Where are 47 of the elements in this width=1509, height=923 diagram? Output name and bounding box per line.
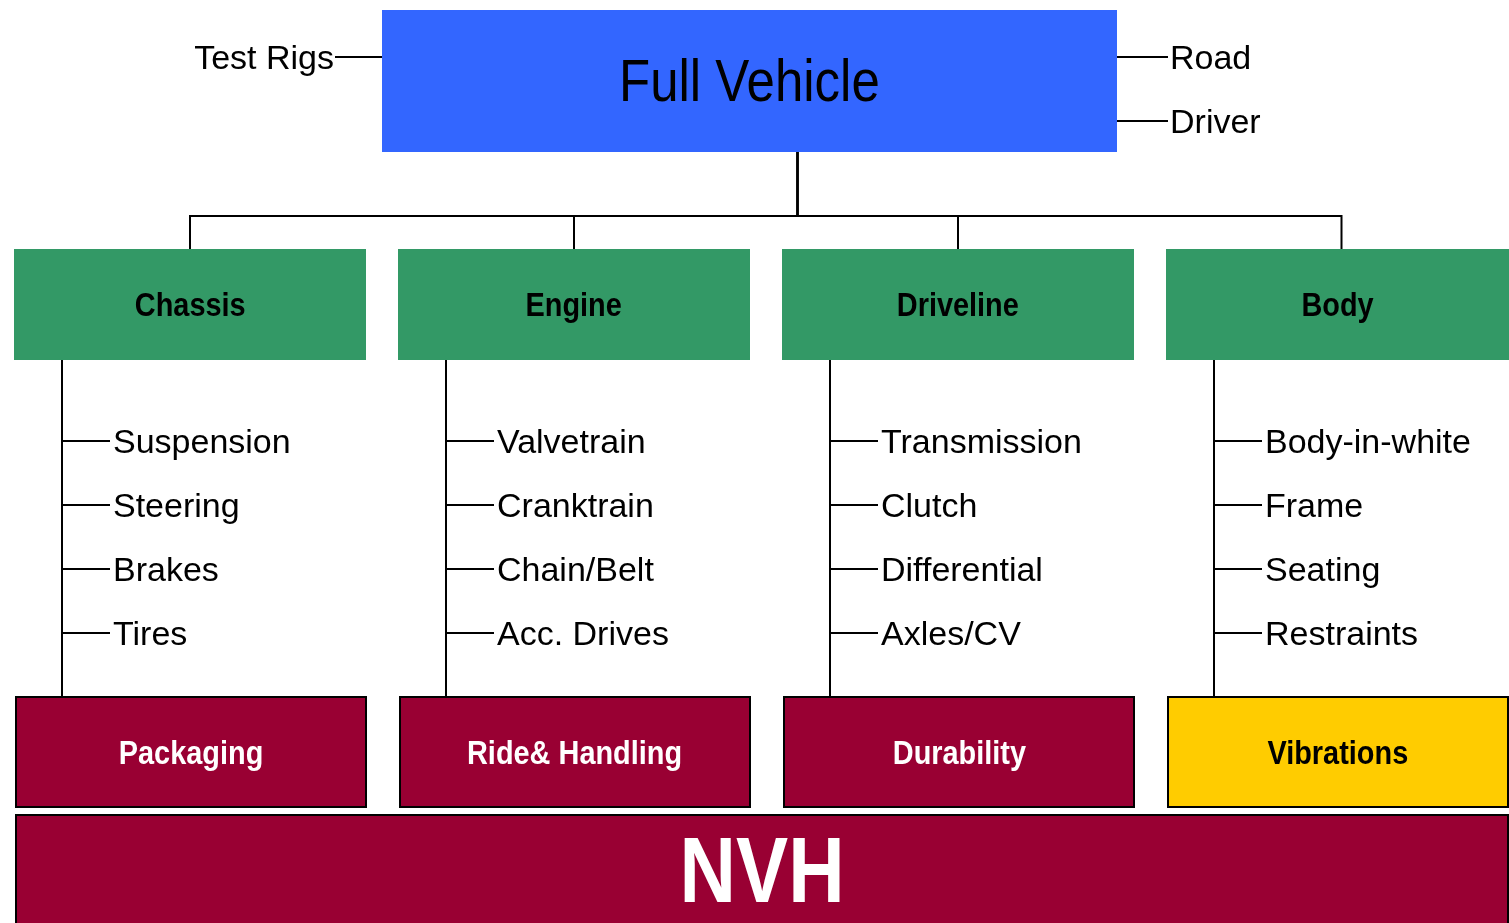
item-label: Tires xyxy=(113,616,188,650)
connector-line xyxy=(1213,359,1215,697)
item-label: Restraints xyxy=(1265,616,1419,650)
connector-line xyxy=(1116,120,1169,122)
connector-line xyxy=(61,359,63,697)
category-box xyxy=(14,249,366,360)
box-label: Chassis xyxy=(134,284,246,325)
item-label: Transmission xyxy=(881,424,1082,458)
item-label: Test Rigs xyxy=(194,40,334,74)
aspect-box xyxy=(399,696,751,808)
item-label: Suspension xyxy=(113,424,291,458)
connector-line xyxy=(829,359,831,697)
item-label: Driver xyxy=(1170,104,1261,138)
item-label: Frame xyxy=(1265,488,1364,522)
aspect-box xyxy=(783,696,1135,808)
item-label: Axles/CV xyxy=(881,616,1021,650)
connector-line xyxy=(445,359,447,697)
box-label: Driveline xyxy=(896,284,1020,325)
box-label: Durability xyxy=(892,731,1026,773)
box-label: Body xyxy=(1301,284,1374,325)
item-label: Chain/Belt xyxy=(497,552,654,586)
category-box xyxy=(1166,249,1509,360)
item-label: Steering xyxy=(113,488,240,522)
aspect-box xyxy=(1167,696,1509,808)
item-label: Seating xyxy=(1265,552,1381,586)
category-box xyxy=(782,249,1134,360)
banner-box xyxy=(15,814,1509,923)
box-label: NVH xyxy=(679,824,845,916)
item-label: Clutch xyxy=(881,488,978,522)
item-label: Road xyxy=(1170,40,1252,74)
box-label: Packaging xyxy=(118,731,264,773)
title-box xyxy=(382,10,1117,152)
connector-line xyxy=(334,56,383,58)
item-label: Valvetrain xyxy=(497,424,646,458)
category-box xyxy=(398,249,750,360)
item-label: Acc. Drives xyxy=(497,616,669,650)
connector-line xyxy=(796,151,1343,250)
box-label: Full Vehicle xyxy=(619,46,880,116)
item-label: Body-in-white xyxy=(1265,424,1471,458)
box-label: Ride& Handling xyxy=(467,731,683,773)
item-label: Brakes xyxy=(113,552,219,586)
item-label: Cranktrain xyxy=(497,488,654,522)
box-label: Vibrations xyxy=(1267,731,1409,773)
aspect-box xyxy=(15,696,367,808)
box-label: Engine xyxy=(525,284,623,325)
item-label: Differential xyxy=(881,552,1043,586)
connector-line xyxy=(1116,56,1169,58)
